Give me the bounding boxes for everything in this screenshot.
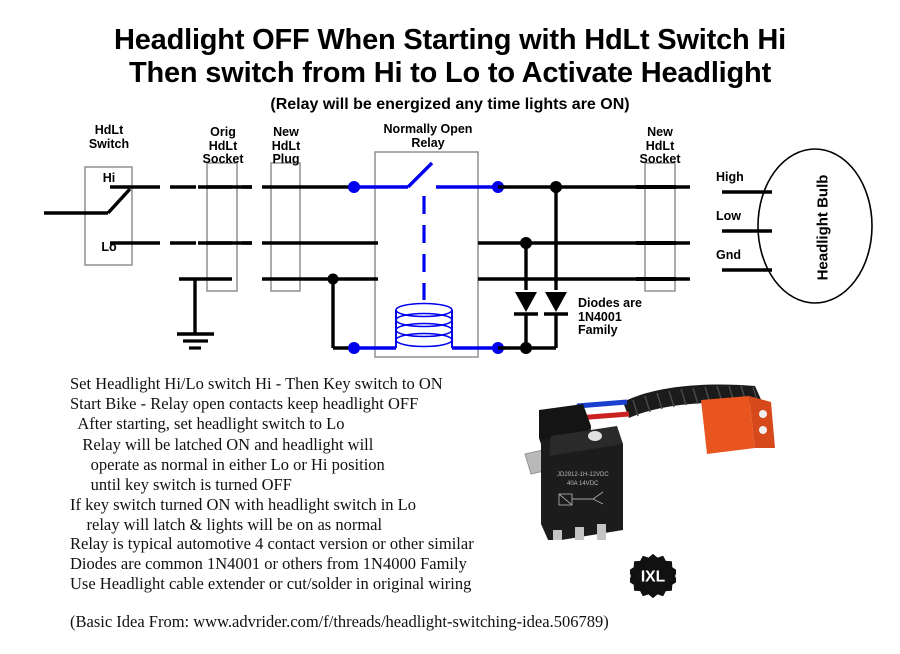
procedure-text: Set Headlight Hi/Lo switch Hi - Then Key… — [70, 374, 590, 536]
label-headlight-bulb: Headlight Bulb — [814, 174, 832, 281]
notes-text: Relay is typical automotive 4 contact ve… — [70, 534, 630, 595]
label-bulb-low: Low — [716, 209, 741, 223]
relay-contact-arm — [406, 161, 434, 189]
label-bulb-high: High — [716, 170, 744, 184]
procedure-line: relay will latch & lights will be on as … — [70, 515, 383, 535]
label-switch-lo: Lo — [101, 240, 117, 254]
procedure-line: Set Headlight Hi/Lo switch Hi - Then Key… — [70, 374, 443, 393]
orange-socket — [701, 396, 775, 454]
title-block: Headlight OFF When Starting with HdLt Sw… — [0, 24, 900, 116]
procedure-line: Start Bike - Relay open contacts keep he… — [70, 394, 419, 414]
procedure-line: Relay will be latched ON and headlight w… — [70, 434, 374, 454]
blue-dot-left-top — [348, 181, 360, 193]
diode2-triangle — [545, 292, 567, 312]
relay-box — [374, 151, 479, 358]
credit-line: (Basic Idea From: www.advrider.com/f/thr… — [70, 612, 609, 631]
diode1-triangle — [515, 292, 537, 312]
relay-harness-photo: JD2912-1H-12VDC 40A 14VDC — [524, 384, 775, 540]
title-subtitle: (Relay will be energized any time lights… — [270, 96, 630, 113]
new-socket-box — [644, 162, 676, 292]
junction-dot-diode1-top — [520, 237, 532, 249]
procedure-line: After starting, set headlight switch to … — [70, 414, 345, 434]
relay-pins — [553, 524, 606, 540]
orig-socket-box — [206, 162, 238, 292]
junction-dot-diode1-bottom — [520, 342, 532, 354]
procedure-line: operate as normal in either Lo or Hi pos… — [70, 454, 385, 474]
relay-label-line1: JD2912-1H-12VDC — [557, 472, 609, 478]
logo-text: IXL — [641, 569, 666, 586]
blue-dot-left-bottom — [348, 342, 360, 354]
title-line-2: Then switch from Hi to Lo to Activate He… — [128, 57, 772, 89]
logo-gear-shape — [630, 553, 676, 599]
blue-dot-right-top — [492, 181, 504, 193]
blue-dot-right-bottom — [492, 342, 504, 354]
label-switch-hi: Hi — [102, 171, 116, 185]
notes-line: Relay is typical automotive 4 contact ve… — [70, 534, 474, 553]
relay-coil — [395, 302, 453, 348]
ixl-logo: IXL — [630, 553, 676, 599]
relay-body: JD2912-1H-12VDC 40A 14VDC — [541, 426, 623, 540]
blue-harness-wire — [576, 399, 628, 409]
junction-dot-diode2-top — [550, 181, 562, 193]
notes-line: Diodes are common 1N4001 or others from … — [70, 554, 467, 574]
procedure-line: If key switch turned ON with headlight s… — [70, 495, 416, 515]
title-line-1: Headlight OFF When Starting with HdLt Sw… — [113, 24, 787, 56]
procedure-line: until key switch is turned OFF — [70, 475, 292, 495]
new-plug-box — [270, 162, 301, 292]
relay-label-line2: 40A 14VDC — [567, 481, 599, 487]
label-bulb-gnd: Gnd — [716, 248, 741, 262]
junction-dot-gnd-branch — [327, 273, 339, 285]
notes-line: Use Headlight cable extender or cut/sold… — [70, 574, 472, 594]
switch-blade — [106, 187, 132, 215]
